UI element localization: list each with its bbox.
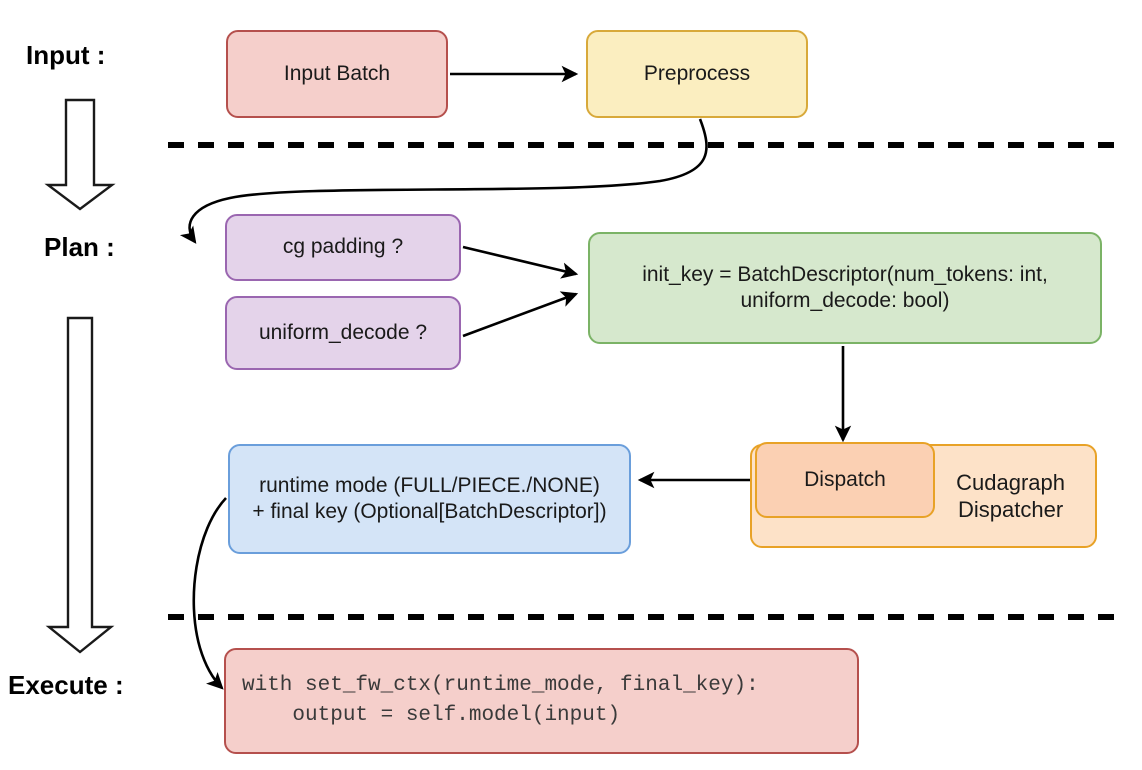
node-execute-code[interactable]: with set_fw_ctx(runtime_mode, final_key)… — [224, 648, 859, 754]
node-execute-code-label: with set_fw_ctx(runtime_mode, final_key)… — [242, 673, 759, 727]
block-arrow-input-to-plan — [44, 98, 116, 211]
node-init-key-label: init_key = BatchDescriptor(num_tokens: i… — [642, 262, 1048, 312]
node-init-key[interactable]: init_key = BatchDescriptor(num_tokens: i… — [588, 232, 1102, 344]
node-uniform-decode[interactable]: uniform_decode ? — [225, 296, 461, 370]
edge-uniform-decode-to-init-key — [462, 291, 579, 338]
stage-label-plan: Plan : — [44, 232, 115, 262]
node-input-batch-label: Input Batch — [283, 61, 391, 85]
node-cudagraph-dispatcher-label: Cudagraph Dispatcher — [956, 469, 1065, 523]
node-cg-padding-label: cg padding ? — [282, 235, 404, 259]
stage-label-execute: Execute : — [8, 670, 124, 700]
node-dispatch-label: Dispatch — [804, 467, 886, 491]
edge-cg-padding-to-init-key — [462, 245, 579, 279]
node-runtime-mode[interactable]: runtime mode (FULL/PIECE./NONE) + final … — [228, 444, 631, 554]
node-runtime-mode-label: runtime mode (FULL/PIECE./NONE) + final … — [252, 473, 607, 523]
stage-label-input: Input : — [26, 40, 106, 70]
block-arrow-plan-to-execute — [45, 316, 115, 654]
node-preprocess-label: Preprocess — [643, 61, 751, 85]
edge-runtime-mode-to-execute — [192, 497, 227, 690]
node-dispatch[interactable]: Dispatch — [755, 442, 935, 518]
node-input-batch[interactable]: Input Batch — [226, 30, 448, 118]
node-cg-padding[interactable]: cg padding ? — [225, 214, 461, 281]
node-preprocess[interactable]: Preprocess — [586, 30, 808, 118]
node-uniform-decode-label: uniform_decode ? — [258, 320, 428, 344]
